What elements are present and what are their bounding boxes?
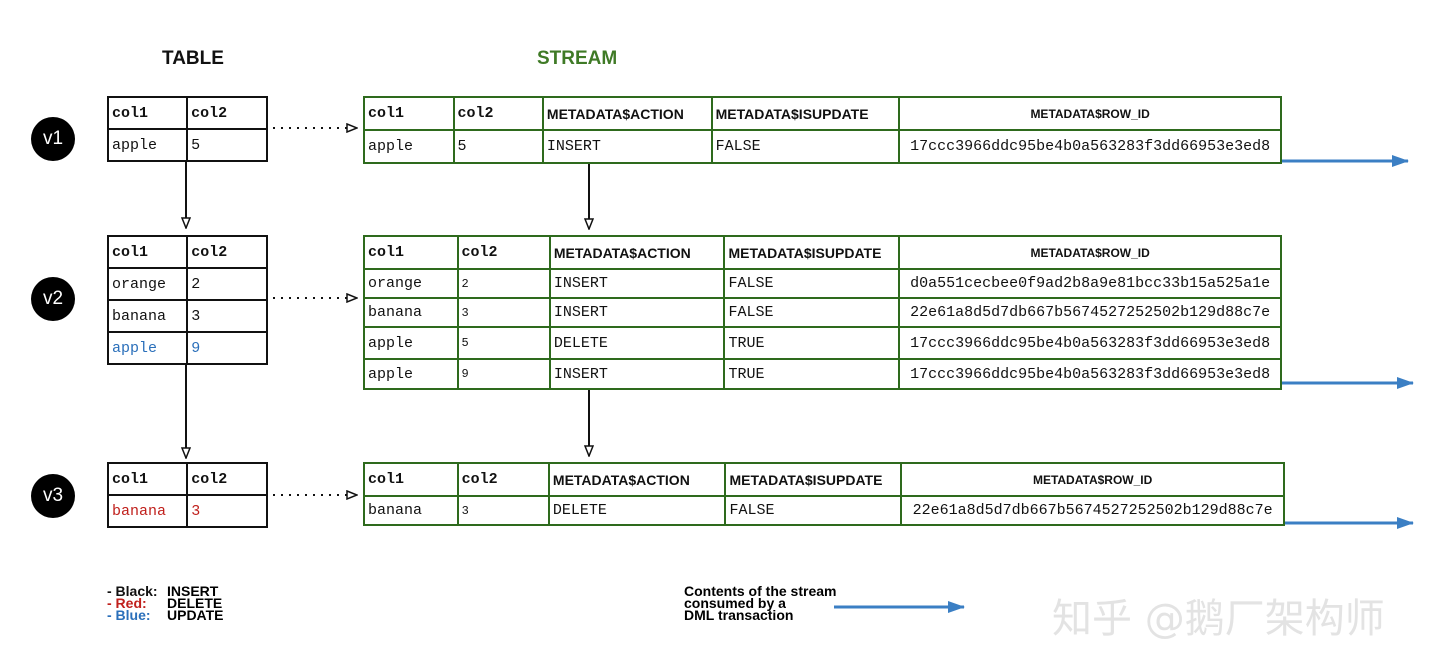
stream-header-col1: col1: [363, 462, 459, 497]
stream-cell-isupdate: FALSE: [710, 129, 901, 164]
stream-cell-action: INSERT: [541, 129, 713, 164]
stream-cell-col2: 5: [452, 129, 544, 164]
stream-header-col2: col2: [456, 235, 551, 270]
table-heading: TABLE: [162, 48, 224, 69]
table-cell-col2-updated: 9: [186, 331, 268, 365]
consumed-legend-text: Contents of the stream consumed by a DML…: [684, 583, 837, 623]
stream-cell-row-id: d0a551cecbee0f9ad2b8a9e81bcc33b15a525a1e: [898, 268, 1282, 299]
table-cell-col1: orange: [106, 267, 189, 301]
stream-cell-col2: 9: [456, 358, 551, 390]
stream-header-action: METADATA$ACTION: [548, 235, 726, 270]
stream-cell-isupdate: FALSE: [723, 297, 901, 328]
stream-header-row-id: METADATA$ROW_ID: [900, 462, 1285, 497]
stream-cell-isupdate: FALSE: [723, 268, 901, 299]
table-cell-col1-updated: apple: [106, 331, 189, 365]
stream-cell-col1: apple: [363, 358, 459, 390]
table-cell-col2: 3: [186, 299, 268, 333]
table-cell-col1: banana: [106, 299, 189, 333]
legend-item-black: - Black: INSERT: [107, 583, 224, 599]
col1-header: col1: [106, 462, 189, 496]
stream-header-action: METADATA$ACTION: [547, 462, 727, 497]
table-cell-col1: apple: [106, 128, 189, 162]
legend-key-blue: - Blue:: [107, 607, 151, 623]
table-cell-col2: 5: [186, 128, 268, 162]
col2-header: col2: [186, 96, 268, 130]
col2-header: col2: [186, 462, 268, 496]
stream-cell-row-id: 17ccc3966ddc95be4b0a563283f3dd66953e3ed8: [898, 358, 1282, 390]
stream-header-col2: col2: [452, 96, 544, 131]
table-cell-col1-deleted: banana: [106, 494, 189, 528]
legend-value-insert: INSERT: [167, 583, 219, 599]
stream-cell-action: INSERT: [548, 297, 726, 328]
stream-cell-isupdate: FALSE: [724, 495, 903, 526]
stream-header-action: METADATA$ACTION: [541, 96, 713, 131]
version-badge-v2: v2: [31, 277, 75, 321]
stream-cell-col2: 5: [456, 326, 551, 360]
stream-cell-col2: 3: [456, 297, 551, 328]
stream-cell-col2: 3: [456, 495, 550, 526]
stream-header-isupdate: METADATA$ISUPDATE: [723, 235, 901, 270]
stream-cell-row-id: 17ccc3966ddc95be4b0a563283f3dd66953e3ed8: [898, 326, 1282, 360]
stream-heading: STREAM: [537, 48, 618, 69]
stream-cell-col1: orange: [363, 268, 459, 299]
consumed-note-line: consumed by a: [684, 595, 786, 611]
stream-header-col1: col1: [363, 96, 455, 131]
version-badge-v1: v1: [31, 117, 75, 161]
color-legend: - Black: INSERT - Red: DELETE - Blue: UPDAT…: [107, 583, 224, 623]
stream-cell-action: INSERT: [548, 268, 726, 299]
stream-table-v2: col1 col2 METADATA$ACTION METADATA$ISUPD…: [363, 235, 1282, 390]
stream-cell-action: INSERT: [548, 358, 726, 390]
table-cell-col2-deleted: 3: [186, 494, 268, 528]
legend-item-red: - Red: DELETE: [107, 595, 224, 611]
col1-header: col1: [106, 235, 189, 269]
stream-cell-isupdate: TRUE: [723, 326, 901, 360]
stream-header-isupdate: METADATA$ISUPDATE: [724, 462, 903, 497]
legend-value-delete: DELETE: [167, 595, 223, 611]
legend-value-update: UPDATE: [167, 607, 224, 623]
legend-key-black: - Black:: [107, 583, 158, 599]
table-cell-col2: 2: [186, 267, 268, 301]
stream-header-isupdate: METADATA$ISUPDATE: [710, 96, 901, 131]
stream-cell-col1: banana: [363, 297, 459, 328]
stream-cell-row-id: 22e61a8d5d7db667b5674527252502b129d88c7e: [898, 297, 1282, 328]
stream-header-row-id: METADATA$ROW_ID: [898, 96, 1282, 131]
col1-header: col1: [106, 96, 189, 130]
stream-header-row-id: METADATA$ROW_ID: [898, 235, 1282, 270]
stream-cell-action: DELETE: [548, 326, 726, 360]
stream-cell-col1: apple: [363, 326, 459, 360]
stream-cell-isupdate: TRUE: [723, 358, 901, 390]
stream-table-v3: col1 col2 METADATA$ACTION METADATA$ISUPD…: [363, 462, 1285, 526]
stream-cell-col1: banana: [363, 495, 459, 526]
legend-item-blue: - Blue: UPDATE: [107, 607, 224, 623]
stream-table-v1: col1 col2 METADATA$ACTION METADATA$ISUPD…: [363, 96, 1282, 164]
consumed-note-line: DML transaction: [684, 607, 794, 623]
stream-cell-row-id: 17ccc3966ddc95be4b0a563283f3dd66953e3ed8: [898, 129, 1282, 164]
stream-cell-row-id: 22e61a8d5d7db667b5674527252502b129d88c7e: [900, 495, 1285, 526]
watermark: 知乎 @鹅厂架构师: [1052, 596, 1385, 642]
legend-key-red: - Red:: [107, 595, 147, 611]
stream-cell-col2: 2: [456, 268, 551, 299]
stream-header-col2: col2: [456, 462, 550, 497]
col2-header: col2: [186, 235, 268, 269]
stream-cell-action: DELETE: [547, 495, 727, 526]
version-badge-v3: v3: [31, 474, 75, 518]
stream-cell-col1: apple: [363, 129, 455, 164]
consumed-note-line: Contents of the stream: [684, 583, 837, 599]
stream-header-col1: col1: [363, 235, 459, 270]
